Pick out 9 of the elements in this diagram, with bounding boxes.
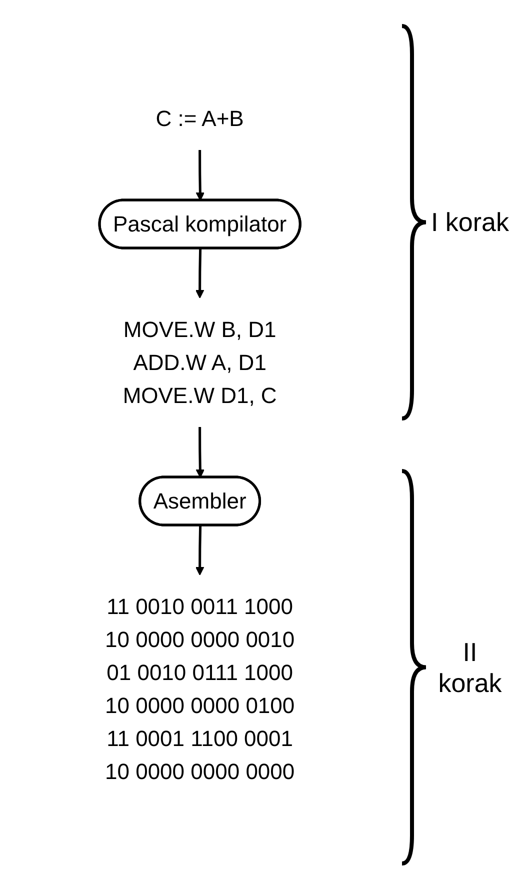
- arrow: [196, 427, 205, 478]
- arrow: [196, 248, 204, 298]
- node-text: MOVE.W B, D1 ADD.W A, D1 MOVE.W D1, C: [122, 317, 277, 408]
- step-label: I korak: [430, 207, 510, 238]
- step-label: II korak: [437, 636, 503, 698]
- node-text: C := A+B: [156, 106, 244, 131]
- arrow: [196, 525, 204, 576]
- arrow: [196, 150, 205, 201]
- node-text: 11 0010 0011 1000 10 0000 0000 0010 01 0010 0111 1000 10 0000 0000 0100 11 0001 1100 0001 10 0000 0000 0000: [105, 594, 295, 784]
